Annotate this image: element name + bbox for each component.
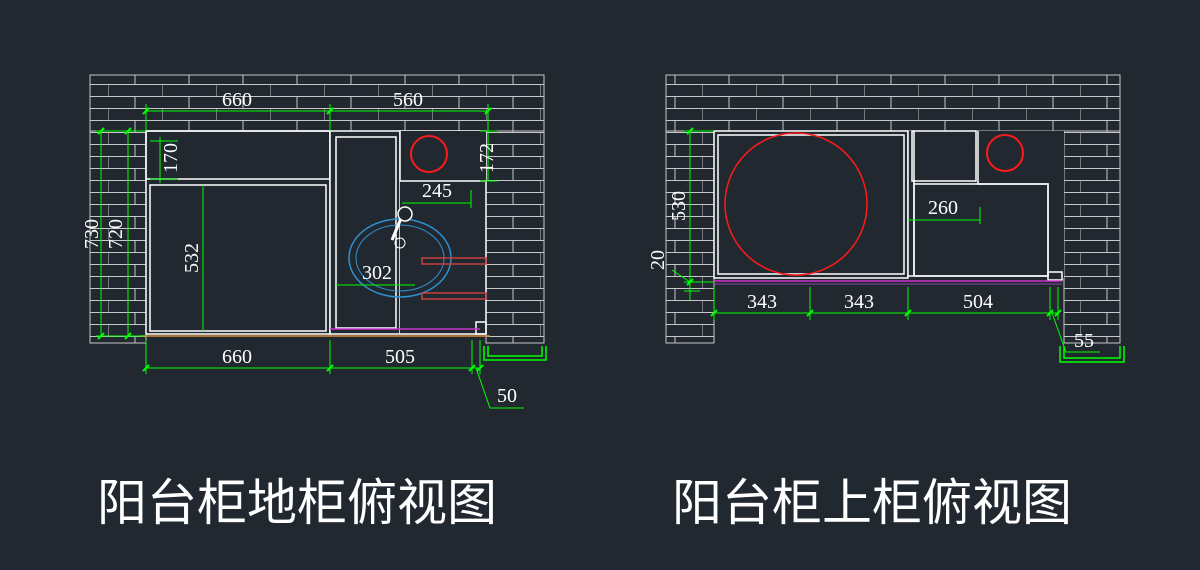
dim-inner: 260	[928, 197, 958, 219]
dim-inner-height: 720	[105, 219, 127, 249]
dim-outer-height: 730	[81, 219, 103, 249]
dim-gap: 55	[1074, 330, 1094, 352]
dimension-labels: 530 20 260 343 343 504 55	[647, 191, 1094, 352]
dim-basin: 302	[362, 262, 392, 284]
dim-seg3: 504	[963, 291, 993, 313]
cabinet-outline	[713, 130, 1064, 281]
dim-top-left: 660	[222, 89, 252, 111]
tank-circle	[724, 132, 868, 276]
brick-wall	[665, 74, 1121, 344]
cabinet-outline	[145, 130, 487, 335]
wash-basin	[348, 206, 487, 300]
skirting-detail	[483, 346, 547, 361]
dim-gap: 50	[497, 385, 517, 407]
dim-bottom-right: 505	[385, 346, 415, 368]
dim-height: 530	[668, 191, 690, 221]
brick-wall	[89, 74, 545, 344]
dim-top-shelf: 170	[160, 143, 182, 173]
dim-top-right: 560	[393, 89, 423, 111]
drain-circle	[410, 135, 448, 173]
dim-base: 20	[647, 250, 669, 270]
dim-right-top: 172	[476, 143, 498, 173]
drawing-title: 阳台柜上柜俯视图	[672, 474, 1072, 532]
skirting-detail	[1059, 346, 1125, 363]
dim-seg2: 343	[844, 291, 874, 313]
dim-bottom-left: 660	[222, 346, 252, 368]
floor-cabinet-plan: 660 560 730 720 170 532 172 245 302 660 …	[81, 74, 547, 532]
drain-circle	[986, 134, 1024, 172]
dim-seg1: 343	[747, 291, 777, 313]
dimension-labels: 660 560 730 720 170 532 172 245 302 660 …	[81, 89, 517, 407]
dimension-ticks	[686, 127, 1062, 317]
dimension-ticks	[97, 107, 492, 372]
drawing-title: 阳台柜地柜俯视图	[97, 474, 497, 532]
dimension-lines	[96, 104, 524, 409]
dim-step: 245	[422, 180, 452, 202]
dim-lower-space: 532	[181, 243, 203, 273]
upper-cabinet-plan: 530 20 260 343 343 504 55 阳台柜上柜俯视图	[647, 74, 1125, 532]
